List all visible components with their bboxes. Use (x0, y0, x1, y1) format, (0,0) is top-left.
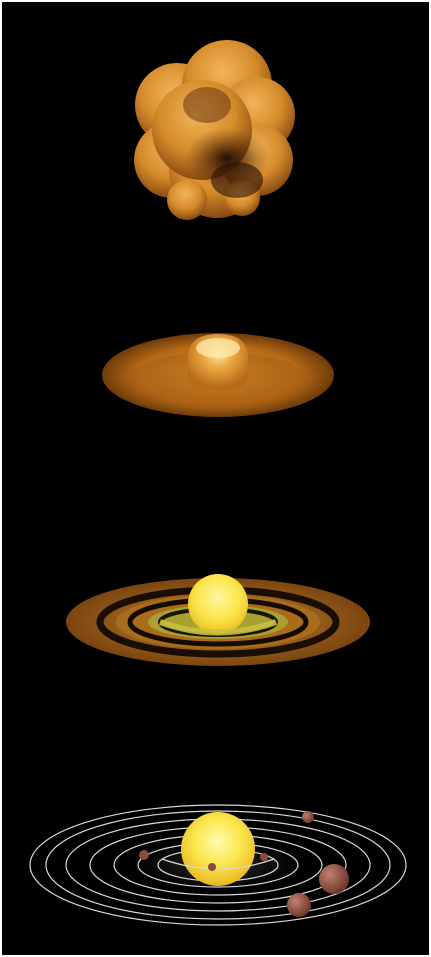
planet-3 (260, 853, 268, 861)
planet-2 (139, 850, 149, 860)
cloud-illustration (134, 40, 295, 220)
ringed-disk (2, 567, 429, 677)
planet-4 (302, 811, 314, 823)
planet-1 (208, 863, 216, 871)
sun (181, 812, 255, 886)
protoplanetary-disk (2, 320, 429, 430)
cloud-shadows (183, 87, 269, 198)
planet-5 (319, 864, 349, 894)
system-illustration (29, 804, 407, 926)
planet-6 (287, 893, 311, 917)
young-star (188, 574, 248, 634)
rings-illustration (66, 574, 370, 666)
collapsing-cloud (2, 30, 429, 230)
disk-illustration (102, 333, 334, 417)
planetary-system (2, 797, 429, 932)
